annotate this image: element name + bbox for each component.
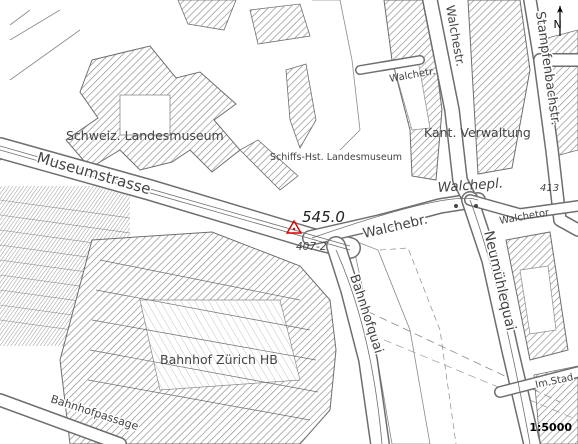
river-limmat	[351, 239, 431, 444]
street-label-walchepl: Walchepl.	[437, 175, 503, 196]
building-top-b	[249, 3, 311, 45]
triangle-marker-icon[interactable]	[285, 219, 303, 234]
place-label-kant-verwaltung: Kant. Verwaltung	[424, 125, 531, 140]
house-number-label: 413	[540, 183, 559, 194]
museum-annex	[239, 139, 299, 191]
north-arrow-icon: N	[548, 4, 572, 40]
place-label-bahnhof: Bahnhof Zürich HB	[160, 352, 278, 367]
spot-height-label: 545.0	[302, 208, 345, 226]
road-code-label: 407-2	[296, 241, 327, 253]
place-label-landesmuseum: Schweiz. Landesmuseum	[66, 128, 224, 143]
north-label: N	[554, 18, 562, 31]
bahnhof-concourse	[139, 299, 301, 391]
scale-label: 1:5000	[529, 421, 572, 434]
place-label-schiffs-hst: Schiffs-Hst. Landesmuseum	[270, 152, 402, 163]
building-far-right-a	[467, 0, 531, 175]
museum-courtyard	[119, 94, 171, 136]
building-top-a	[177, 0, 237, 31]
